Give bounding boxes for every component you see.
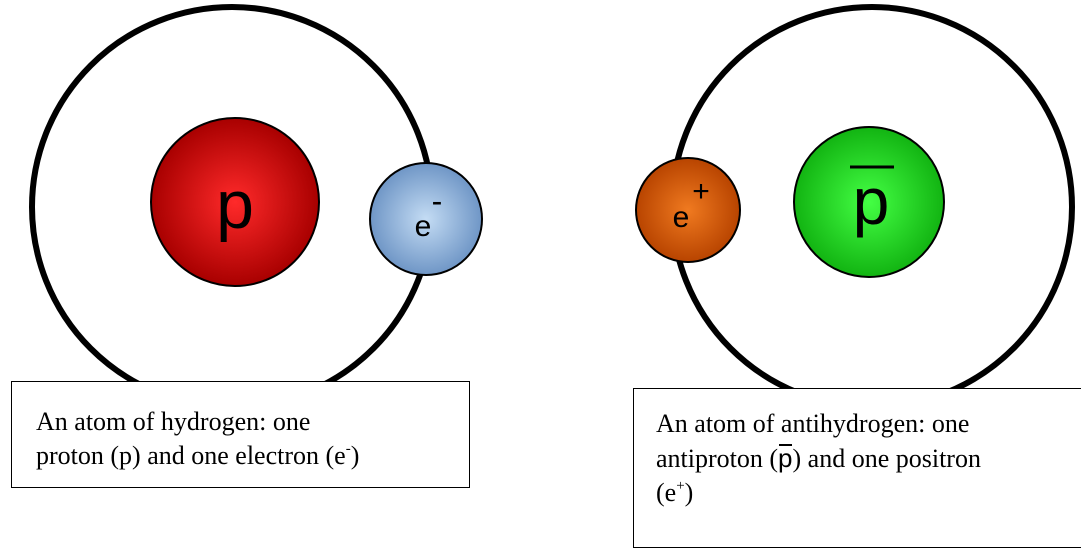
positron-label: e <box>673 201 690 234</box>
proton <box>150 117 320 287</box>
positron-charge: + <box>692 175 710 208</box>
electron <box>369 162 483 276</box>
antiproton-label: p <box>853 164 890 238</box>
proton-label: p <box>216 167 254 243</box>
positron <box>635 157 741 263</box>
hydrogen-caption: An atom of hydrogen: one proton (p) and … <box>11 381 470 488</box>
electron-charge: - <box>432 183 443 219</box>
antihydrogen-caption-line3-open: (e <box>656 478 677 507</box>
antihydrogen-caption: An atom of antihydrogen: one antiproton … <box>633 388 1081 548</box>
antihydrogen-caption-line1: An atom of antihydrogen: one <box>656 409 970 438</box>
electron-charge-superscript: - <box>345 441 351 457</box>
hydrogen-caption-line1: An atom of hydrogen: one <box>36 407 311 436</box>
antihydrogen-caption-line2-text: antiproton ( <box>656 444 779 473</box>
hydrogen-atom: p e - <box>29 4 483 410</box>
hydrogen-caption-line2-text: proton (p) and one electron (e <box>36 441 346 470</box>
antihydrogen-caption-line3: (e+) <box>656 476 1081 510</box>
antiproton-symbol: p <box>778 443 793 473</box>
antiproton <box>793 126 945 278</box>
antihydrogen-caption-line2: antiproton (p) and one positron <box>656 441 1081 476</box>
electron-label: e <box>415 210 432 243</box>
hydrogen-caption-line2-close: ) <box>350 441 360 470</box>
antihydrogen-caption-line2-rest: ) and one positron <box>792 444 981 473</box>
antihydrogen-caption-line3-close: ) <box>684 478 694 507</box>
positron-charge-superscript: + <box>676 478 685 494</box>
antihydrogen-atom: p e + <box>635 4 1075 410</box>
hydrogen-caption-line2: proton (p) and one electron (e-) <box>36 439 469 473</box>
